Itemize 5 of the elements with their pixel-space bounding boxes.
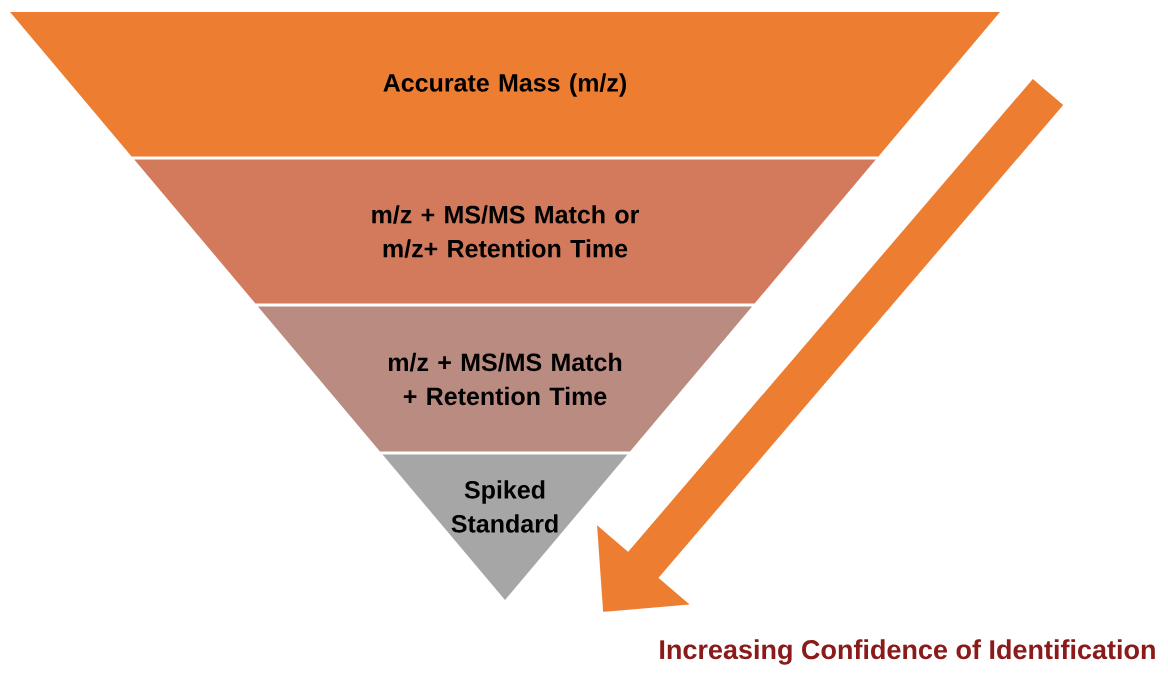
- arrow-label: Increasing Confidence of Identification: [660, 639, 1155, 665]
- funnel-band: Spiked Standard: [382, 454, 628, 600]
- funnel-band: Accurate Mass (m/z): [10, 12, 1000, 157]
- funnel-band: m/z + MS/MS Match + Retention Time: [257, 306, 753, 452]
- funnel-band: m/z + MS/MS Match or m/z+ Retention Time: [134, 159, 876, 304]
